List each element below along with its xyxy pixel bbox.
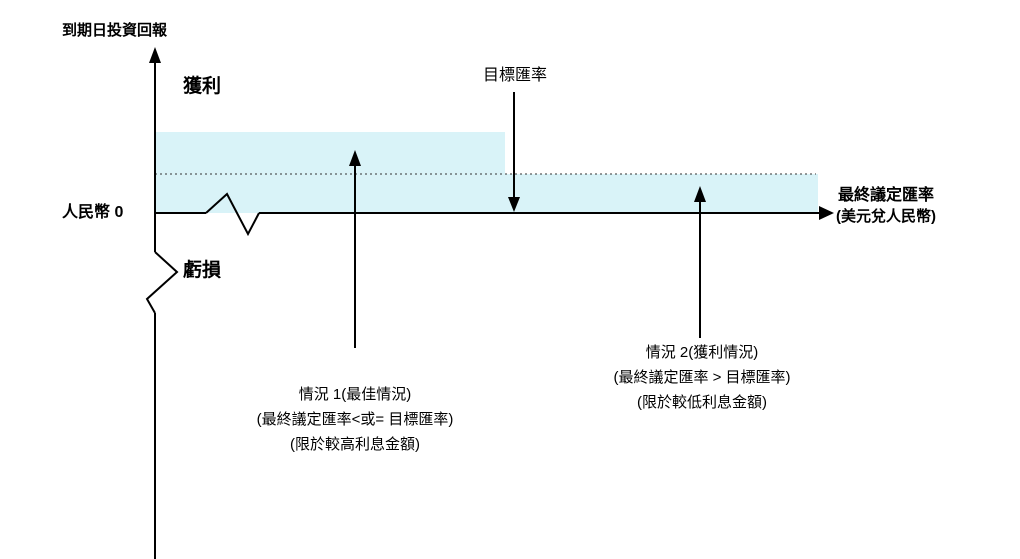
scenario1-condition: (最終議定匯率<或= 目標匯率) [256,411,454,428]
y-axis-arrowhead [149,47,161,63]
scenario2-condition: (最終議定匯率 > 目標匯率) [613,369,791,386]
scenario1-caption: 情況 1(最佳情況) (最終議定匯率<或= 目標匯率) (限於較高利息金額) [225,382,485,457]
high-interest-band [155,132,505,213]
x-axis-break-zigzag [205,192,260,237]
target-rate-arrowhead [508,197,520,212]
target-rate-label: 目標匯率 [482,67,547,84]
y-axis-break-zigzag [145,251,179,314]
x-axis-title-line1: 最終議定匯率 [838,187,935,204]
profit-label: 獲利 [183,76,222,97]
scenario2-title: 情況 2(獲利情況) [645,344,759,361]
y-axis-title: 到期日投資回報 [62,22,168,39]
x-axis-title-line2: (美元兌人民幣) [836,208,936,225]
scenario1-arrowhead [349,150,361,166]
scenario2-caption: 情況 2(獲利情況) (最終議定匯率 > 目標匯率) (限於較低利息金額) [572,340,832,415]
scenario2-arrowhead [694,186,706,202]
scenario1-note: (限於較高利息金額) [290,436,420,453]
origin-label: 人民幣 0 [62,204,124,221]
loss-label: 虧損 [183,260,222,281]
scenario1-title: 情況 1(最佳情況) [298,386,412,403]
low-interest-band [505,174,818,213]
x-axis-arrowhead [819,206,834,220]
scenario2-note: (限於較低利息金額) [637,394,767,411]
